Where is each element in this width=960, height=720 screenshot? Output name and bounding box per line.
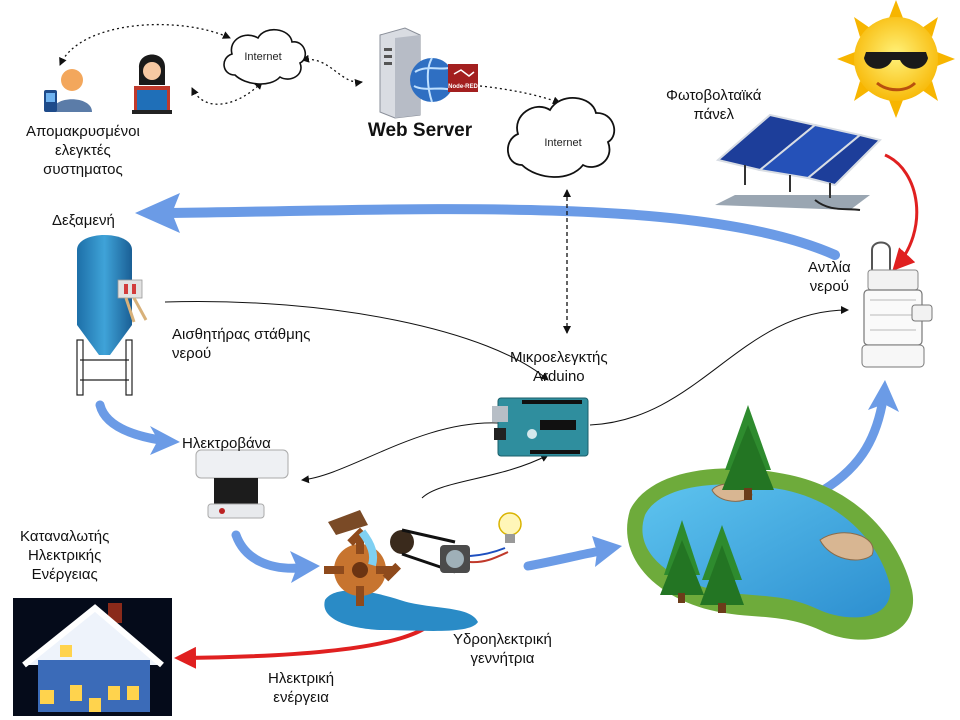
tank-label: Δεξαμενή: [52, 211, 115, 230]
house-icon: [13, 598, 172, 716]
remote-controllers-line-3: συστηματος: [43, 161, 123, 178]
pump-line-2: νερού: [809, 278, 849, 295]
consumers-line-1: Καταναλωτής: [20, 528, 110, 545]
solenoid-valve-label-text: Ηλεκτροβάνα: [182, 435, 271, 452]
hydro-generator-line-2: γεννήτρια: [470, 650, 535, 667]
solar-panels-line-1: Φωτοβολταϊκά: [666, 87, 762, 104]
level-sensor-line-1: Αισθητήρας στάθμης: [172, 326, 311, 343]
water-pipe-pump-to-tank: [165, 204, 840, 260]
pond-icon: [627, 468, 914, 640]
water-flow-valve-to-generator: [231, 530, 305, 573]
electric-energy-label: Ηλεκτρική ενέργεια: [268, 669, 334, 707]
consumers-line-3: Ενέργειας: [31, 566, 98, 583]
level-sensor-label: Αισθητήρας στάθμης νερού: [172, 325, 310, 363]
water-flow-pond-to-pump: [810, 400, 887, 500]
electric-arrow-solar-to-pump: [884, 153, 919, 271]
consumers-line-2: Ηλεκτρικής: [27, 547, 102, 564]
light-bulb-icon: [498, 512, 522, 543]
solenoid-valve-label: Ηλεκτροβάνα: [182, 434, 271, 453]
sun-icon: [837, 0, 955, 118]
remote-user-laptop-icon: [132, 54, 172, 114]
dotted-link-remote-internet: [59, 23, 231, 66]
solenoid-valve-icon: [195, 449, 289, 519]
solar-panels-label: Φωτοβολταϊκά πάνελ: [666, 86, 761, 124]
electric-energy-line-2: ενέργεια: [273, 689, 329, 706]
internet-cloud-1: Internet: [223, 29, 307, 85]
remote-user-phone-icon: [44, 69, 92, 112]
pump-line-1: Αντλία: [808, 259, 851, 276]
consumers-label: Καταναλωτής Ηλεκτρικής Ενέργειας: [20, 527, 109, 584]
microcontroller-line-1: Μικροελεγκτής: [510, 349, 608, 366]
remote-controllers-line-1: Απομακρυσμένοι: [26, 123, 140, 140]
water-pump-icon: [861, 241, 933, 368]
electric-arrow-generator-to-house: [174, 626, 427, 669]
water-arrowhead-generator: [290, 551, 320, 583]
dotted-link-internet-server: [301, 54, 363, 87]
water-level-sensor-icon: [117, 279, 148, 323]
water-flow-arrows: [95, 193, 899, 583]
solar-panels-icon: [715, 113, 882, 211]
water-arrowhead-tank: [135, 193, 180, 233]
water-tank-icon: [76, 235, 133, 396]
solar-panels-line-2: πάνελ: [693, 106, 734, 123]
web-server-label: Web Server: [368, 120, 473, 141]
water-arrowhead-pond: [592, 536, 622, 567]
hydro-generator-label: Υδροηλεκτρική γεννήτρια: [453, 630, 552, 668]
web-server-icon: Node-RED: [379, 27, 478, 119]
water-flow-tank-to-valve: [95, 400, 165, 445]
microcontroller-line-2: Arduino: [532, 368, 585, 385]
line-sensor-to-arduino: [164, 301, 549, 381]
internet-cloud-1-label: Internet: [244, 51, 281, 63]
line-arduino-to-pump: [589, 306, 849, 426]
remote-controllers-label: Απομακρυσμένοι ελεγκτές συστηματος: [26, 122, 140, 179]
arduino-board-icon: [492, 397, 589, 457]
hydro-generator-line-1: Υδροηλεκτρική: [453, 631, 552, 648]
electric-flow-arrows: [174, 153, 919, 669]
dotted-link-laptop-internet: [191, 81, 263, 105]
line-arduino-to-valve: [301, 422, 499, 484]
microcontroller-label: Μικροελεγκτής Arduino: [510, 348, 608, 386]
hydro-generator-icon: [324, 510, 509, 631]
control-lines: [59, 23, 849, 499]
line-generator-to-arduino: [421, 454, 549, 499]
node-red-label: Node-RED: [448, 84, 478, 90]
remote-controllers-line-2: ελεγκτές: [55, 142, 111, 159]
water-arrowhead-valve: [150, 426, 180, 455]
water-flow-generator-to-pond: [523, 547, 600, 571]
level-sensor-line-2: νερού: [172, 345, 212, 362]
pine-trees-icon: [660, 405, 774, 613]
electric-energy-line-1: Ηλεκτρική: [268, 670, 335, 687]
internet-cloud-2-label: Internet: [544, 137, 581, 149]
pump-label: Αντλία νερού: [808, 258, 851, 296]
internet-cloud-2: Internet: [507, 97, 616, 178]
dotted-link-server-internet2: [469, 81, 561, 105]
tank-label-text: Δεξαμενή: [52, 212, 115, 229]
water-arrowhead-pump: [868, 380, 899, 412]
